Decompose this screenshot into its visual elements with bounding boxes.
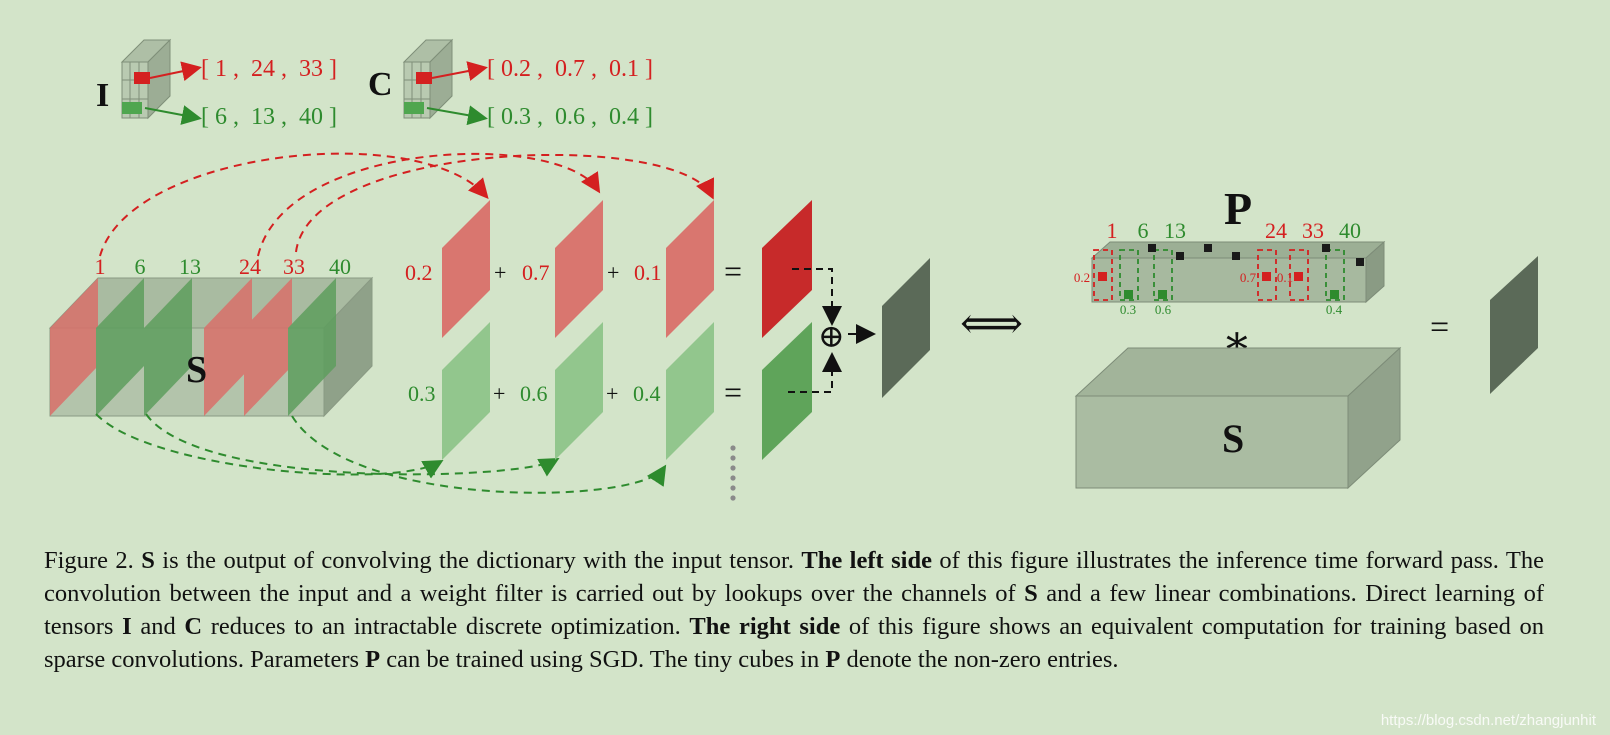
watermark: https://blog.csdn.net/zhangjunhit <box>1380 712 1596 729</box>
P-small-value-1: 0.3 <box>1120 302 1136 317</box>
P-channel-label-1: 6 <box>1138 218 1149 243</box>
caption-text-8: denote the non-zero entries. <box>840 646 1119 673</box>
caption-left-side: The left side <box>801 547 932 574</box>
left-channel-label-0: 1 <box>95 254 106 279</box>
output-slice-left <box>882 258 930 398</box>
P-small-value-3: 0.7 <box>1240 270 1257 285</box>
P-small-values: 0.2 0.3 0.6 0.7 0.1 0.4 <box>1074 270 1343 317</box>
caption-text-7: can be trained using SGD. The tiny cubes… <box>380 646 826 673</box>
legend-I-red-vector: [ 1 , 24 , 33 ] <box>201 56 337 82</box>
legend-C-red-vector: [ 0.2 , 0.7 , 0.1 ] <box>487 56 653 82</box>
green-coef-2: 0.6 <box>520 381 548 406</box>
caption-prefix: Figure 2. <box>44 547 142 574</box>
red-plus-1: + <box>494 260 506 285</box>
green-linear-combination: 0.3 + 0.6 + 0.4 = <box>408 374 742 410</box>
caption-text-1: is the output of convolving the dictiona… <box>154 547 802 574</box>
red-coef-1: 0.2 <box>405 260 433 285</box>
legend-C-label: C <box>368 66 393 103</box>
caption-S1: S <box>141 547 155 574</box>
sum-symbol: ⊕ <box>818 318 845 354</box>
green-filter-slices <box>442 322 812 460</box>
red-linear-combination: 0.2 + 0.7 + 0.1 = <box>405 253 742 289</box>
legend-I: I [ 1 , 24 , 33 ] [ 6 , 13 , 40 ] <box>96 38 337 130</box>
red-plus-2: + <box>607 260 619 285</box>
green-equals: = <box>724 374 742 410</box>
caption-text-3: and a few linear combinations. Direct le… <box>44 580 1544 640</box>
tensor-P-label: P <box>1224 183 1252 234</box>
green-coef-1: 0.3 <box>408 381 436 406</box>
green-lookup-arrows <box>95 413 667 494</box>
caption-text-4: and <box>131 613 185 640</box>
legend-I-cube-icon <box>120 38 172 120</box>
tensor-S-left: S <box>48 276 374 418</box>
left-channel-label-4: 33 <box>283 254 305 279</box>
caption-P1: P <box>365 646 381 673</box>
caption-I: I <box>122 613 132 640</box>
equivalence-symbol: ⟺ <box>960 299 1023 348</box>
left-channel-label-3: 24 <box>239 254 261 279</box>
legend-C: C [ 0.2 , 0.7 , 0.1 ] [ 0.3 , 0.6 , 0.4 … <box>368 38 653 130</box>
ellipsis-dots <box>730 445 736 501</box>
red-filter-slices <box>442 200 812 338</box>
red-coef-2: 0.7 <box>522 260 550 285</box>
left-channel-labels: 1 6 13 24 33 40 <box>95 254 352 279</box>
caption-C: C <box>184 613 203 640</box>
green-plus-1: + <box>493 381 505 406</box>
caption-text-2: of this figure illustrates the inference… <box>44 547 1544 607</box>
P-small-value-0: 0.2 <box>1074 270 1090 285</box>
red-lookup-arrows <box>99 152 714 257</box>
legend-I-label: I <box>96 77 109 114</box>
red-coef-3: 0.1 <box>634 260 662 285</box>
P-channel-label-3: 24 <box>1265 218 1287 243</box>
legend-C-cube-icon <box>402 38 454 120</box>
output-slice-right <box>1490 256 1538 394</box>
legend-C-green-vector: [ 0.3 , 0.6 , 0.4 ] <box>487 104 653 130</box>
P-channel-label-0: 1 <box>1107 218 1118 243</box>
P-small-value-5: 0.4 <box>1326 302 1343 317</box>
left-channel-label-2: 13 <box>179 254 201 279</box>
green-plus-2: + <box>606 381 618 406</box>
caption-text-6: of this figure shows an equivalent compu… <box>44 613 1545 673</box>
tensor-S-left-label: S <box>186 349 207 391</box>
figure-caption: Figure 2. S is the output of convolving … <box>44 544 1544 676</box>
caption-text-5: reduces to an intractable discrete optim… <box>202 613 690 640</box>
left-channel-label-1: 6 <box>135 254 146 279</box>
caption-P2: P <box>825 646 841 673</box>
green-coef-3: 0.4 <box>633 381 661 406</box>
tensor-S-right <box>1074 346 1402 490</box>
P-channel-label-2: 13 <box>1164 218 1186 243</box>
left-channel-label-5: 40 <box>329 254 351 279</box>
sum-connectors <box>788 268 842 393</box>
P-small-value-2: 0.6 <box>1155 302 1172 317</box>
tensor-P <box>1090 240 1386 304</box>
red-equals: = <box>724 253 742 289</box>
P-channel-label-5: 40 <box>1339 218 1361 243</box>
figure-diagram: I [ 1 , 24 , 33 ] [ 6 , 13 , 40 ] C <box>48 38 1538 501</box>
P-small-value-4: 0.1 <box>1277 270 1293 285</box>
P-channel-label-4: 33 <box>1302 218 1324 243</box>
tensor-S-right-label: S <box>1222 416 1244 461</box>
right-equals: = <box>1430 309 1449 346</box>
caption-right-side: The right side <box>689 613 841 640</box>
legend-I-green-vector: [ 6 , 13 , 40 ] <box>201 104 337 130</box>
caption-S2: S <box>1024 580 1038 607</box>
